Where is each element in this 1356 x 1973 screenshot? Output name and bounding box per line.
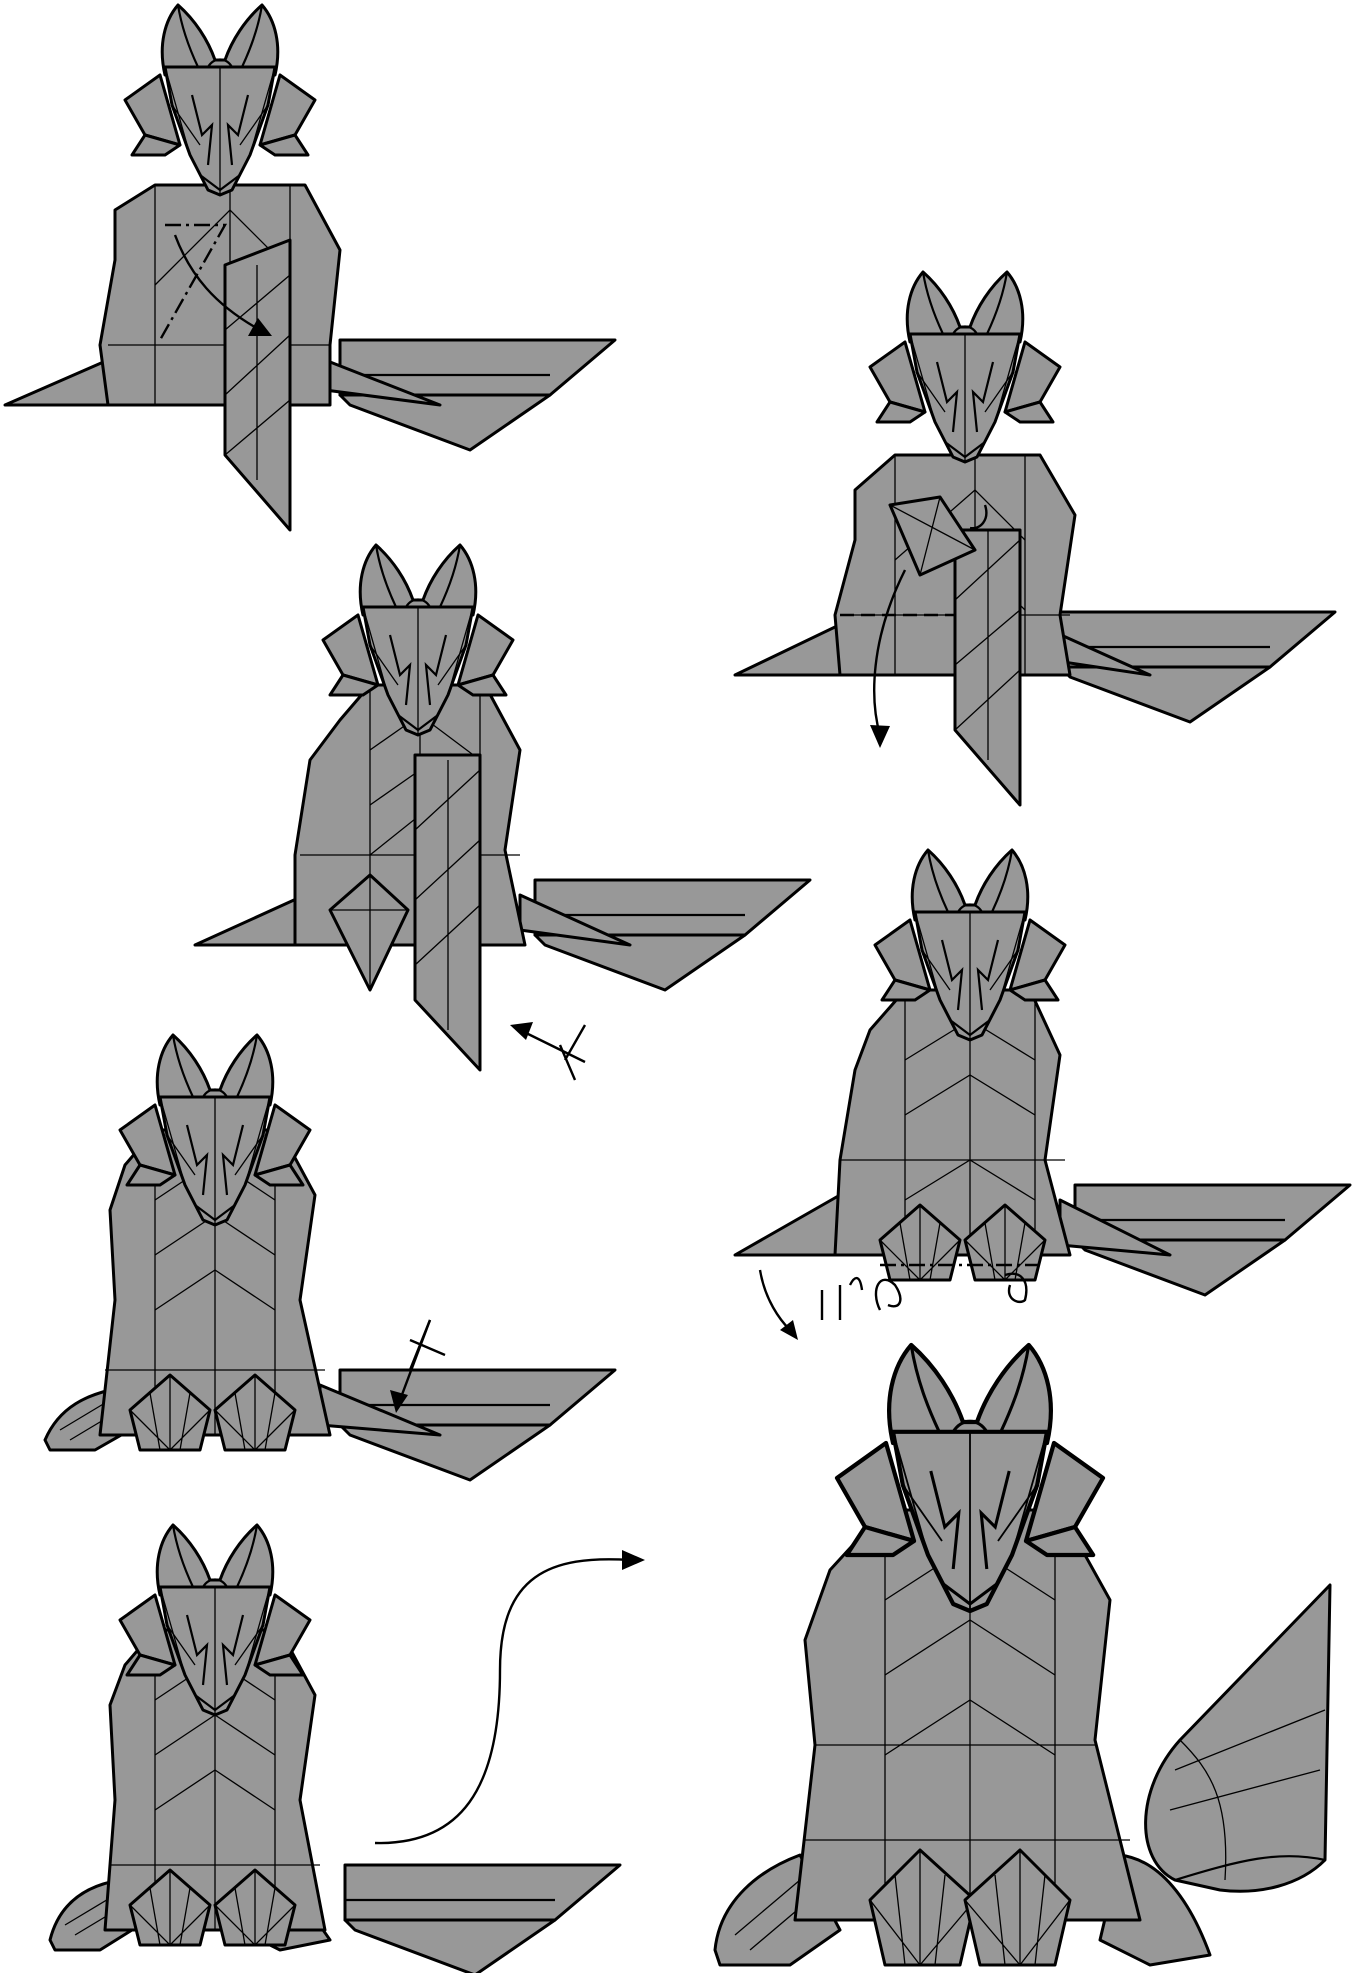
step-4 xyxy=(735,850,1350,1340)
step-5 xyxy=(45,1035,615,1480)
step-3 xyxy=(195,545,810,1080)
step-7 xyxy=(715,1345,1330,1965)
step-6 xyxy=(50,1525,645,1973)
step-1 xyxy=(5,5,615,530)
step-2 xyxy=(735,272,1335,805)
